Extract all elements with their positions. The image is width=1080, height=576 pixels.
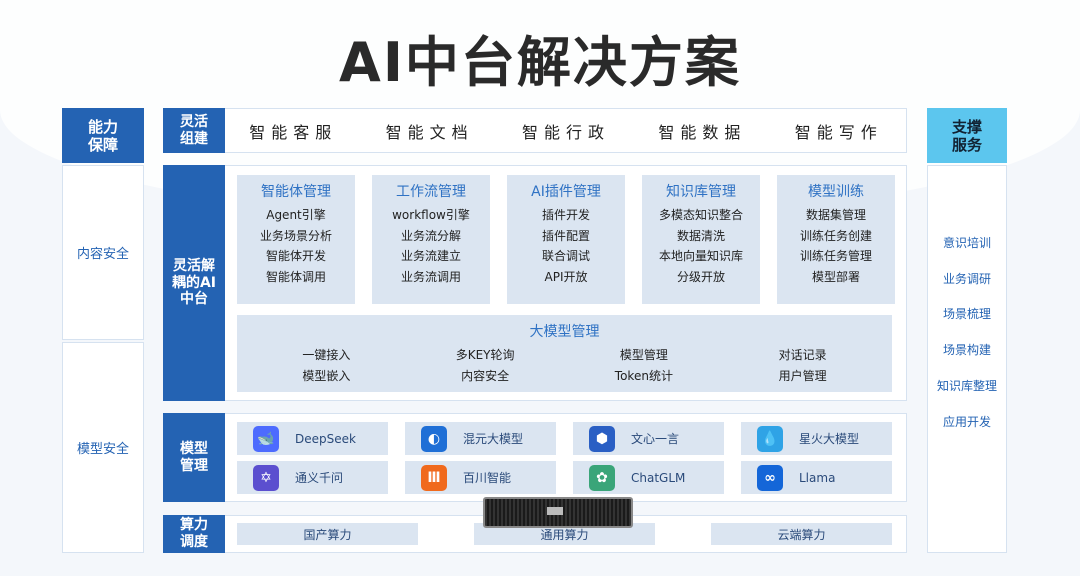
baichuan-icon: Ⅲ (421, 464, 447, 491)
row-apps-label: 灵活组建 (163, 108, 225, 153)
model-chip: ✿ ChatGLM (573, 461, 724, 494)
card-item: 训练任务创建 (799, 228, 872, 243)
page-title: AI中台解决方案 (339, 31, 741, 94)
compute-item: 国产算力 (237, 523, 418, 545)
meta-infinity-icon: ∞ (757, 464, 783, 491)
card-item: 模型部署 (811, 269, 860, 284)
model-name: 星火大模型 (799, 432, 860, 446)
card-item: 数据集管理 (805, 208, 866, 222)
card-item: 插件开发 (541, 208, 590, 222)
card-item: 智能体调用 (265, 269, 326, 284)
row-platform-label: 灵活解耦的AI中台 (163, 165, 225, 401)
model-chip: ⬢ 文心一言 (573, 422, 724, 455)
apps-list: 智能客服 智能文档 智能行政 智能数据 智能写作 (225, 108, 907, 153)
card-item: 联合调试 (541, 249, 590, 263)
card-item: workflow引擎 (392, 208, 470, 222)
llm-item: 模型嵌入 (302, 368, 351, 383)
model-chip: ✡ 通义千问 (237, 461, 388, 494)
card-title: 大模型管理 (529, 324, 600, 340)
service-item: 知识库整理 (936, 378, 997, 393)
llm-management-card: 大模型管理 一键接入 多KEY轮询 模型管理 对话记录模型嵌入 内容安全 Token统计 用… (237, 315, 892, 392)
model-chip: ∞ Llama (741, 461, 892, 494)
llm-item: 模型管理 (619, 348, 668, 362)
card-item: 插件配置 (541, 228, 590, 243)
card-item: 业务流分解 (400, 228, 461, 243)
model-name: 文心一言 (631, 432, 680, 446)
llm-item: 内容安全 (461, 368, 510, 383)
wenxin-icon: ⬢ (589, 425, 615, 452)
card-title: 工作流管理 (396, 184, 466, 200)
card-item: 多模态知识整合 (658, 208, 743, 222)
model-chip: 🐋 DeepSeek (237, 422, 388, 455)
module-card: 模型训练数据集管理训练任务创建训练任务管理模型部署 (777, 175, 895, 304)
server-image (483, 497, 633, 528)
card-item: 业务场景分析 (259, 228, 332, 243)
module-card: AI插件管理插件开发插件配置联合调试 API开放 (507, 175, 625, 304)
module-card: 智能体管理 Agent引擎业务场景分析智能体开发智能体调用 (237, 175, 355, 304)
model-chip: ◐ 混元大模型 (405, 422, 556, 455)
row-compute-label: 算力调度 (163, 515, 225, 553)
model-chip: 💧 星火大模型 (741, 422, 892, 455)
card-title: 知识库管理 (666, 184, 736, 200)
card-item: 业务流建立 (400, 249, 461, 263)
compute-item: 云端算力 (711, 523, 892, 545)
model-name: DeepSeek (295, 431, 356, 446)
card-title: AI插件管理 (531, 184, 601, 200)
card-title: 模型训练 (808, 184, 864, 200)
card-item: Agent引擎 (266, 208, 326, 222)
compute-item: 通用算力 (474, 523, 655, 545)
card-item: 智能体开发 (265, 249, 326, 263)
app-item: 智能文档 (385, 122, 474, 142)
card-title: 智能体管理 (261, 184, 331, 200)
model-name: 混元大模型 (463, 432, 524, 446)
left-item: 模型安全 (62, 342, 144, 553)
card-item: 本地向量知识库 (658, 249, 743, 263)
model-name: Llama (799, 470, 836, 485)
card-item: 训练任务管理 (799, 249, 872, 263)
app-item: 智能客服 (249, 122, 338, 142)
server-badge (547, 507, 563, 515)
row-apps (163, 108, 907, 153)
llm-item: 对话记录 (778, 348, 827, 362)
llm-item: 多KEY轮询 (455, 348, 515, 362)
service-item: 意识培训 (942, 236, 991, 250)
right-header: 支撑服务 (927, 108, 1007, 163)
left-item: 内容安全 (62, 165, 144, 340)
service-item: 场景梳理 (942, 307, 991, 322)
tongyi-icon: ✡ (253, 464, 279, 491)
service-item: 业务调研 (942, 271, 991, 286)
row-models-label: 模型管理 (163, 413, 225, 502)
app-item: 智能数据 (658, 122, 747, 142)
hunyuan-icon: ◐ (421, 425, 447, 452)
support-services-panel: 意识培训 业务调研 场景梳理 场景构建 知识库整理 应用开发 (927, 165, 1007, 553)
chatglm-icon: ✿ (589, 464, 615, 491)
model-name: ChatGLM (631, 470, 686, 485)
card-item: 业务流调用 (400, 269, 461, 284)
llm-item: 一键接入 (302, 348, 351, 362)
card-item: API开放 (544, 269, 588, 284)
deepseek-whale-icon: 🐋 (253, 425, 279, 452)
xinghuo-icon: 💧 (757, 425, 783, 452)
app-item: 智能写作 (794, 122, 883, 142)
llm-item: 用户管理 (778, 368, 827, 383)
service-item: 应用开发 (942, 414, 991, 429)
model-chip: Ⅲ 百川智能 (405, 461, 556, 494)
llm-item: Token统计 (614, 368, 673, 383)
module-card: 知识库管理多模态知识整合数据清洗本地向量知识库分级开放 (642, 175, 760, 304)
card-item: 数据清洗 (676, 228, 725, 243)
module-card: 工作流管理 workflow引擎业务流分解业务流建立业务流调用 (372, 175, 490, 304)
app-item: 智能行政 (521, 122, 610, 142)
model-name: 百川智能 (463, 471, 512, 485)
model-name: 通义千问 (295, 471, 344, 485)
service-item: 场景构建 (942, 343, 991, 358)
card-item: 分级开放 (676, 269, 725, 284)
left-header: 能力保障 (62, 108, 144, 163)
